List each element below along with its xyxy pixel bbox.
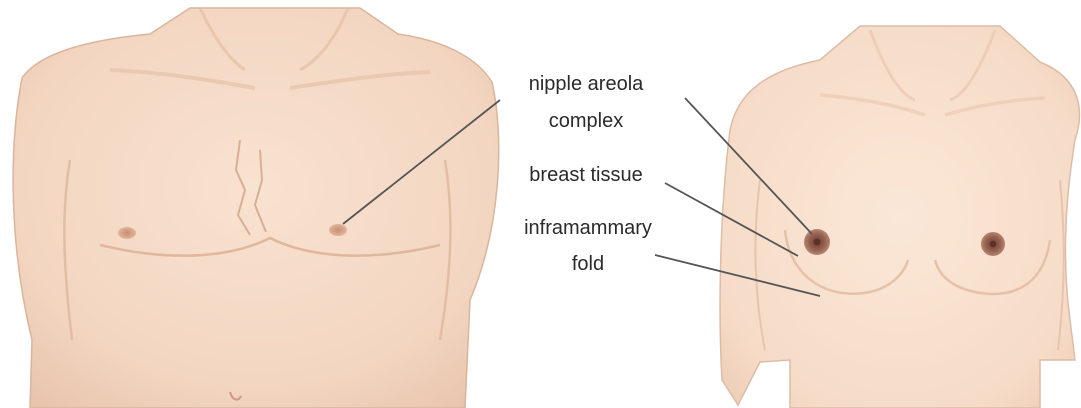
label-inframammary-line1: inframammary <box>524 217 652 239</box>
male-nipple-left <box>118 227 136 239</box>
male-nipple-right <box>329 224 347 236</box>
label-inframammary-line2: fold <box>572 253 604 275</box>
label-nipple-areola-line2: complex <box>549 110 623 132</box>
male-torso-illustration <box>13 8 499 408</box>
female-nipple-left <box>814 239 821 246</box>
callout-labels: nipple areola complex breast tissue infr… <box>524 73 652 275</box>
female-torso-illustration <box>720 26 1079 408</box>
female-torso-body <box>720 26 1079 408</box>
label-breast-tissue: breast tissue <box>529 164 642 186</box>
label-nipple-areola-line1: nipple areola <box>529 73 644 95</box>
female-nipple-right <box>990 241 996 247</box>
